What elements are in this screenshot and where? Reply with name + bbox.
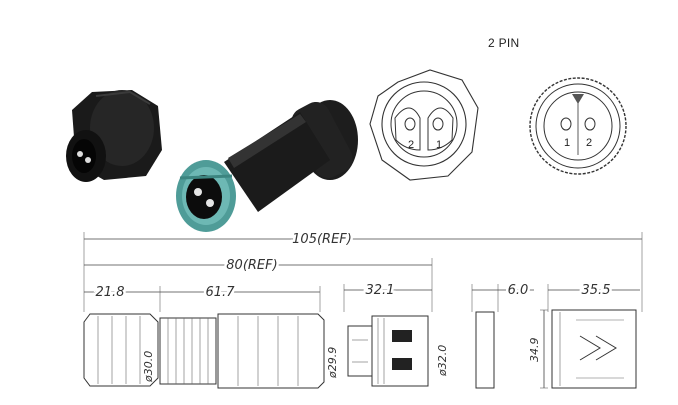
side-view-plug <box>83 313 325 389</box>
dim-overall: 105(REF) <box>292 232 352 247</box>
rear-face-view <box>529 77 627 175</box>
side-view-socket <box>347 315 429 387</box>
front-face-view <box>369 69 479 181</box>
face-pin-2-label: 2 <box>408 139 414 151</box>
rear-pin-1-label: 1 <box>564 137 570 149</box>
dim-dia-29: ø29.9 <box>326 347 339 379</box>
pin-count-label: 2 PIN <box>488 36 520 50</box>
dim-height-34: 34.9 <box>528 338 541 363</box>
connector-3d <box>176 100 358 232</box>
dim-dia-30: ø30.0 <box>142 351 155 383</box>
dim-cable-end: 21.8 <box>96 285 125 300</box>
dim-main-body: 61.7 <box>206 285 236 300</box>
dim-panel-thk: 6.0 <box>508 283 529 298</box>
dim-body: 80(REF) <box>226 258 277 273</box>
face-pin-1-label: 1 <box>436 139 442 151</box>
dim-plug-len: 32.1 <box>366 283 395 298</box>
dim-dia-32: ø32.0 <box>436 345 449 377</box>
rear-pin-2-label: 2 <box>586 137 592 149</box>
dim-panel-len: 35.5 <box>582 283 611 298</box>
panel-socket-3d <box>66 90 162 182</box>
side-view-panel <box>475 309 637 389</box>
